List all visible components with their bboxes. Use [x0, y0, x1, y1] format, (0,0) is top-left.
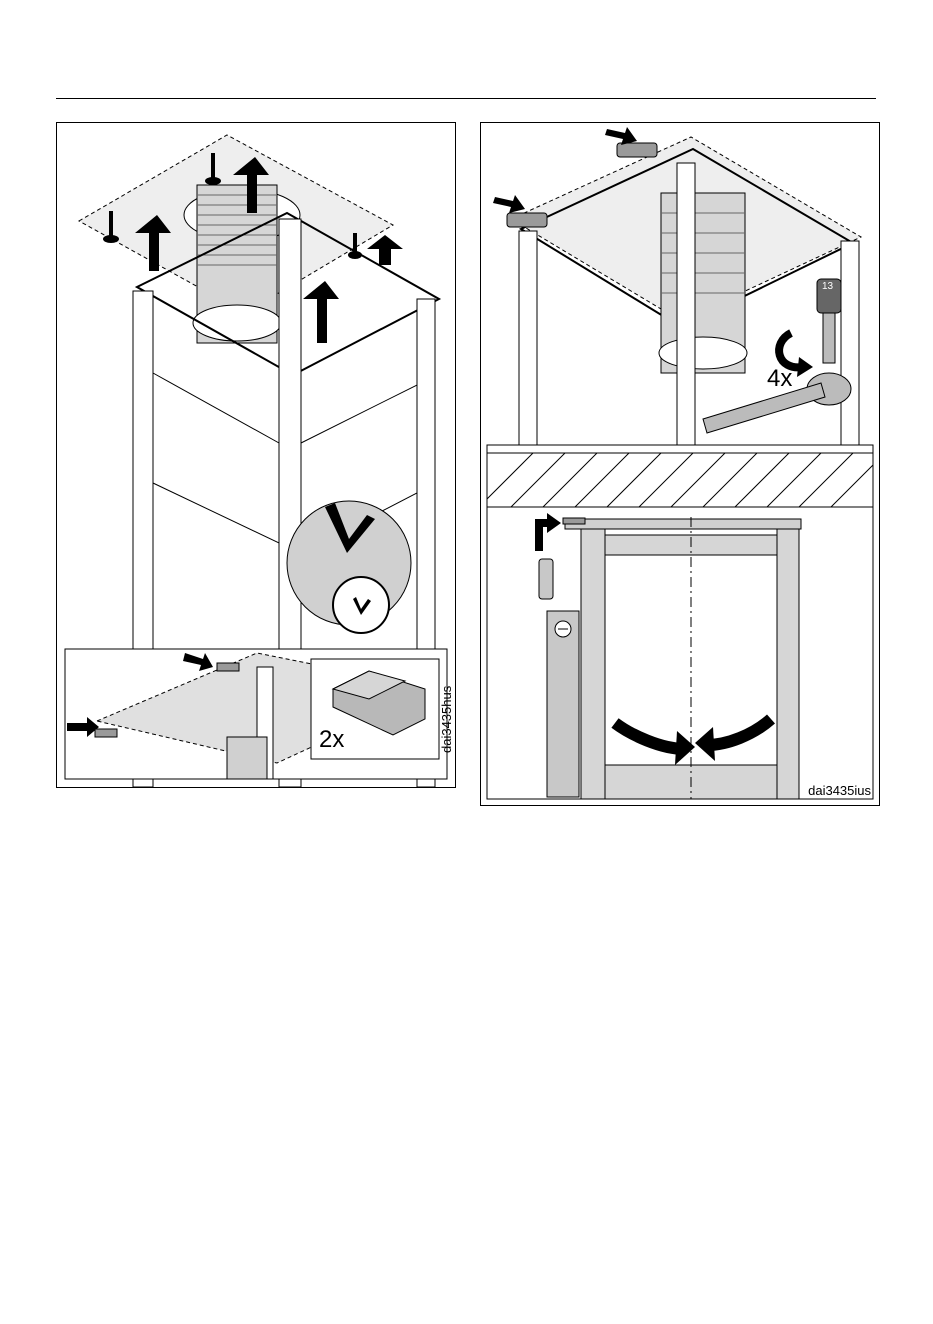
duct-collar	[193, 305, 281, 341]
ceiling-section	[487, 453, 873, 507]
figure-code-left: dai3435hus	[439, 686, 454, 753]
figure-right-panel: 13 4x dai3435ius	[480, 122, 880, 806]
detail-circle	[333, 577, 389, 633]
front-post-right	[777, 529, 799, 799]
figure-right-illustration	[481, 123, 879, 805]
wrench-handle	[703, 383, 825, 433]
screw-quantity: 4x	[767, 365, 792, 393]
figure-left-illustration	[57, 123, 455, 787]
front-post-left	[581, 529, 605, 799]
figure-code-right: dai3435ius	[808, 783, 871, 798]
header-rule	[56, 98, 876, 99]
spirit-level	[547, 611, 579, 797]
spacer-quantity: 2x	[319, 726, 344, 754]
figure-left-panel: dai3435hus 2x	[56, 122, 456, 788]
wrench-size-label: 13	[822, 281, 833, 292]
